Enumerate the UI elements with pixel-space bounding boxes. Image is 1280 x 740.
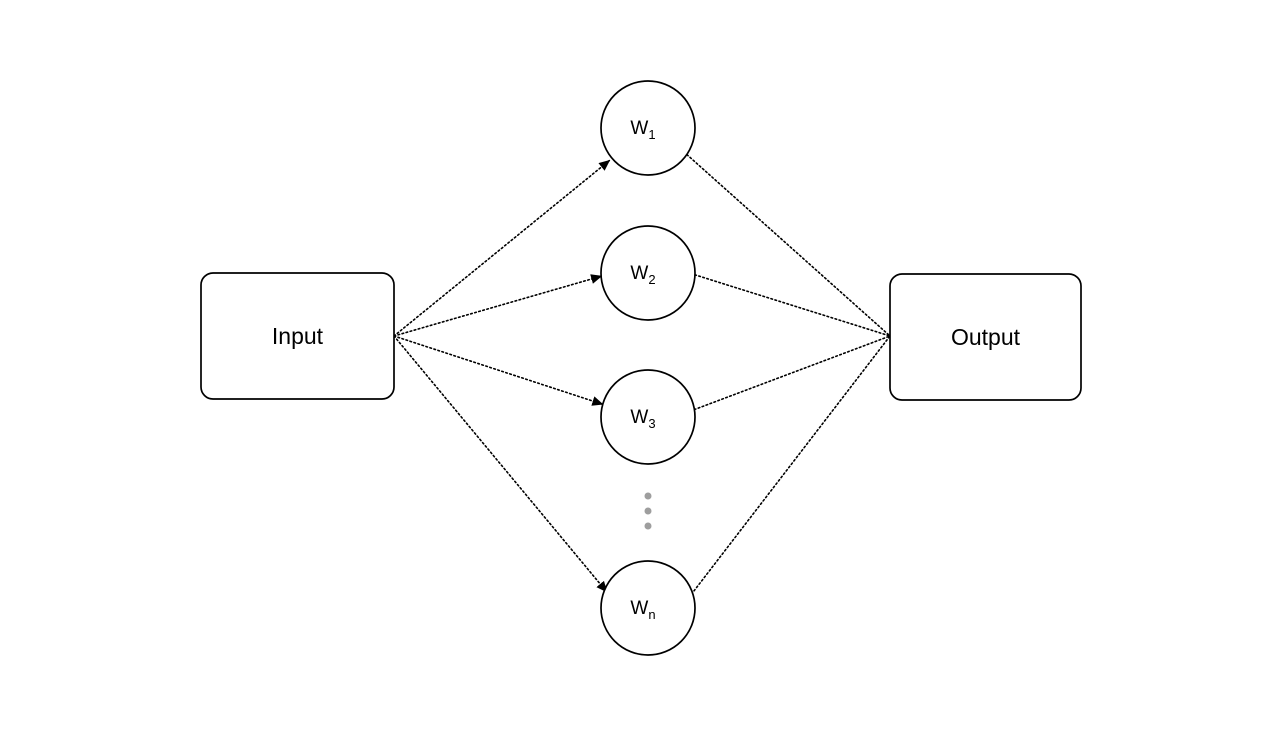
- weight-node-w1-subscript: 1: [648, 127, 655, 142]
- edge-w1-to-output: [686, 153, 891, 337]
- ellipsis-dot-2: [644, 507, 652, 515]
- vertical-ellipsis: [644, 492, 652, 530]
- weight-node-w1-symbol: W: [630, 118, 648, 139]
- weight-node-w3-symbol: W: [630, 407, 648, 428]
- edge-input-to-w1: [393, 159, 611, 337]
- weight-node-w1-circle[interactable]: [600, 80, 696, 176]
- weight-node-wn-symbol: W: [630, 598, 648, 619]
- ellipsis-dot-1: [644, 492, 652, 500]
- edge-input-to-w2: [393, 274, 603, 337]
- outgoing-edge-group: [686, 153, 891, 599]
- input-node-label: Input: [272, 323, 324, 349]
- weight-node-wn-circle[interactable]: [600, 560, 696, 656]
- edge-w3-to-output: [693, 335, 891, 411]
- weight-node-w3-label: W3: [630, 407, 655, 431]
- weight-node-w2-symbol: W: [630, 263, 648, 284]
- weight-node-w2-subscript: 2: [648, 272, 655, 287]
- edge-input-to-w3: [393, 335, 604, 406]
- weight-node-w2-circle[interactable]: [600, 225, 696, 321]
- edge-wn-to-output: [688, 335, 891, 599]
- edge-input-to-wn: [393, 335, 608, 593]
- incoming-edge-group: [393, 159, 611, 593]
- weight-node-wn[interactable]: Wn: [600, 560, 696, 656]
- edge-w2-to-output: [693, 273, 891, 337]
- weight-node-w3-circle[interactable]: [600, 369, 696, 465]
- output-node[interactable]: Output: [889, 273, 1082, 401]
- input-node-box[interactable]: [200, 272, 395, 400]
- output-node-box[interactable]: [889, 273, 1082, 401]
- weight-node-w3-subscript: 3: [648, 416, 655, 431]
- weight-node-wn-label: Wn: [630, 598, 655, 622]
- weight-node-w1-label: W1: [630, 118, 655, 142]
- weight-node-w2-label: W2: [630, 263, 655, 287]
- ellipsis-dot-3: [644, 522, 652, 530]
- weight-node-w3[interactable]: W3: [600, 369, 696, 465]
- output-node-label: Output: [951, 324, 1021, 350]
- weight-node-wn-subscript: n: [648, 607, 655, 622]
- weight-node-w2[interactable]: W2: [600, 225, 696, 321]
- weight-node-w1[interactable]: W1: [600, 80, 696, 176]
- input-node[interactable]: Input: [200, 272, 395, 400]
